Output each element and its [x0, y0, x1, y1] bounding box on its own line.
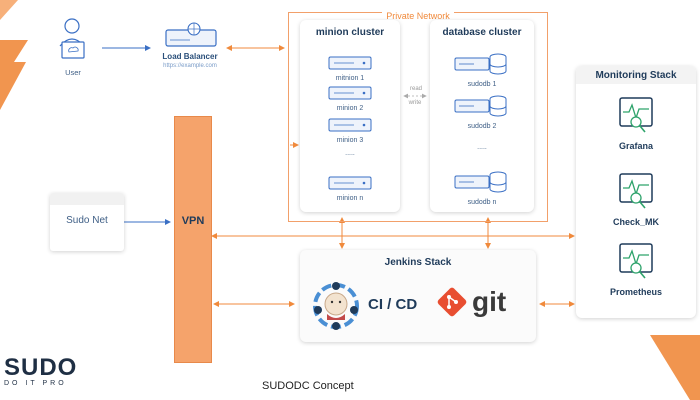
- database-icon: [430, 94, 534, 123]
- minion-cluster-card: minion cluster mitnion 1 minion 2 minion 3…: [300, 20, 400, 212]
- bottom-right-orange-shape: [650, 335, 700, 400]
- minion-cluster-title: minion cluster: [315, 27, 385, 38]
- minion-node-label: .....: [345, 150, 355, 157]
- minion-node[interactable]: minion 2: [300, 86, 400, 112]
- jenkins-cicd-icon: [313, 282, 359, 330]
- monitoring-tool[interactable]: Check_MK: [576, 172, 696, 227]
- caption: SUDODC Concept: [262, 380, 354, 392]
- sudo-net-label: Sudo Net: [66, 215, 108, 226]
- git-icon: [437, 287, 467, 317]
- database-node-label: .....: [477, 144, 487, 151]
- database-node-label: sudodb 2: [467, 123, 497, 130]
- database-cluster-card: database cluster sudodb 1 sudodb 2..... su…: [430, 20, 534, 212]
- vpn-bar[interactable]: VPN: [174, 116, 212, 363]
- sudo-net-card[interactable]: Sudo Net: [50, 193, 124, 251]
- left-orange-shape: [0, 40, 28, 110]
- private-network-label: Private Network: [382, 11, 454, 21]
- write-label: write: [408, 100, 422, 106]
- private-network-box: Private Network: [288, 11, 548, 222]
- database-node-label: sudodb 1: [467, 81, 497, 88]
- vpn-label: VPN: [181, 215, 205, 227]
- minion-ellipsis: .....: [300, 150, 400, 157]
- monitoring-tool[interactable]: Grafana: [576, 96, 696, 151]
- logo-name: SUDO: [4, 354, 78, 381]
- database-node[interactable]: sudodb 2: [430, 94, 534, 130]
- load-balancer-label: Load Balancer: [162, 52, 218, 61]
- top-left-shape: [0, 0, 18, 20]
- database-icon: [430, 52, 534, 81]
- monitoring-tool[interactable]: Prometheus: [576, 242, 696, 297]
- minion-node-label: minion n: [336, 195, 364, 202]
- database-node[interactable]: sudodb 1: [430, 52, 534, 88]
- monitoring-tool-label: Grafana: [618, 141, 653, 151]
- database-node[interactable]: sudodb n: [430, 170, 534, 206]
- monitor-icon: [576, 172, 696, 217]
- git-label: git: [472, 286, 507, 317]
- monitoring-tool-label: Prometheus: [609, 287, 662, 297]
- database-node-label: sudodb n: [467, 199, 497, 206]
- load-balancer-url[interactable]: https://example.com: [163, 63, 217, 69]
- monitor-icon: [576, 242, 696, 287]
- server-icon: [300, 86, 400, 105]
- sudo-logo: SUDO DO IT PRO: [4, 356, 104, 392]
- monitoring-stack-title: Monitoring Stack: [595, 70, 677, 81]
- logo-tagline: DO IT PRO: [4, 380, 67, 387]
- user-node[interactable]: User: [54, 16, 94, 77]
- minion-node-label: minion 2: [336, 105, 364, 112]
- minion-node[interactable]: mitnion 1: [300, 56, 400, 82]
- minion-node[interactable]: minion 3: [300, 118, 400, 144]
- server-icon: [300, 118, 400, 137]
- database-cluster-title: database cluster: [442, 27, 522, 38]
- cicd-label: CI / CD: [368, 296, 418, 313]
- jenkins-stack-title: Jenkins Stack: [384, 257, 452, 268]
- read-label: read: [409, 86, 422, 92]
- load-balancer-icon: [165, 22, 217, 47]
- monitoring-tool-label: Check_MK: [612, 217, 659, 227]
- server-icon: [300, 176, 400, 195]
- user-icon: [59, 18, 85, 59]
- user-label: User: [65, 68, 81, 77]
- minion-node[interactable]: minion n: [300, 176, 400, 202]
- server-icon: [300, 56, 400, 75]
- minion-node-label: mitnion 1: [335, 75, 365, 82]
- monitor-icon: [576, 96, 696, 141]
- load-balancer-node[interactable]: Load Balancer https://example.com: [150, 20, 230, 80]
- database-ellipsis: .....: [430, 144, 534, 151]
- jenkins-stack-card: Jenkins Stack CI / CD git: [300, 250, 536, 342]
- database-icon: [430, 170, 534, 199]
- minion-node-label: minion 3: [336, 137, 364, 144]
